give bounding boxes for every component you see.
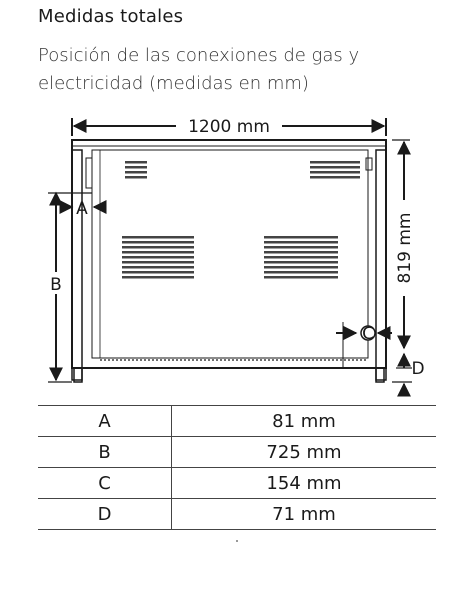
vent-slot <box>264 256 338 259</box>
vent-slot <box>264 271 338 274</box>
marker-c-label: C <box>362 324 374 344</box>
marker-b-dimension: B <box>48 191 72 383</box>
table-value: 725 mm <box>171 436 436 468</box>
table-row: B 725 mm <box>38 436 436 468</box>
table-key: B <box>38 436 172 468</box>
table-row: C 154 mm <box>38 467 436 499</box>
vent-slot <box>122 241 194 244</box>
vent-slot <box>122 246 194 249</box>
vent-slot <box>122 236 194 239</box>
vent-top-left <box>125 161 147 179</box>
vent-slot <box>264 266 338 269</box>
vent-middle-right <box>264 236 338 279</box>
vent-slot <box>122 266 194 269</box>
vent-middle-left <box>122 236 194 279</box>
table-key: C <box>38 467 172 499</box>
vent-slot <box>122 271 194 274</box>
marker-d-label: D <box>411 359 424 379</box>
page-subtitle: Posición de las conexiones de gas y elec… <box>38 45 360 94</box>
table-row: D 71 mm <box>38 498 436 530</box>
vent-top-right <box>310 161 360 179</box>
vent-slot <box>122 256 194 259</box>
table-value: 154 mm <box>171 467 436 499</box>
dimensions-table: A 81 mm B 725 mm C 154 mm D 71 mm <box>38 405 436 530</box>
page-title: Medidas totales <box>38 6 184 27</box>
table-value: 81 mm <box>171 405 436 437</box>
oven-frame <box>71 139 387 383</box>
vent-slot <box>264 246 338 249</box>
table-key: A <box>38 405 172 437</box>
height-label: 819 mm <box>395 213 415 284</box>
vent-slot <box>122 251 194 254</box>
table-key: D <box>38 498 172 530</box>
vent-slot <box>264 261 338 264</box>
marker-d-dimension: D <box>396 352 425 397</box>
marker-a-label: A <box>76 199 88 219</box>
table-row: A 81 mm <box>38 405 436 437</box>
height-dimension: 819 mm <box>392 139 415 383</box>
vent-slot <box>264 236 338 239</box>
vent-slot <box>264 251 338 254</box>
marker-c-dimension: C <box>336 322 392 368</box>
decorative-dot <box>236 540 238 542</box>
vent-slot <box>264 241 338 244</box>
width-label: 1200 mm <box>188 117 270 137</box>
marker-b-label: B <box>50 275 62 295</box>
table-value: 71 mm <box>171 498 436 530</box>
width-dimension: 1200 mm <box>71 117 387 137</box>
vent-slot <box>122 261 194 264</box>
oven-back-diagram: 1200 mm A <box>48 117 425 397</box>
vent-slot <box>122 276 194 279</box>
vent-slot <box>264 276 338 279</box>
